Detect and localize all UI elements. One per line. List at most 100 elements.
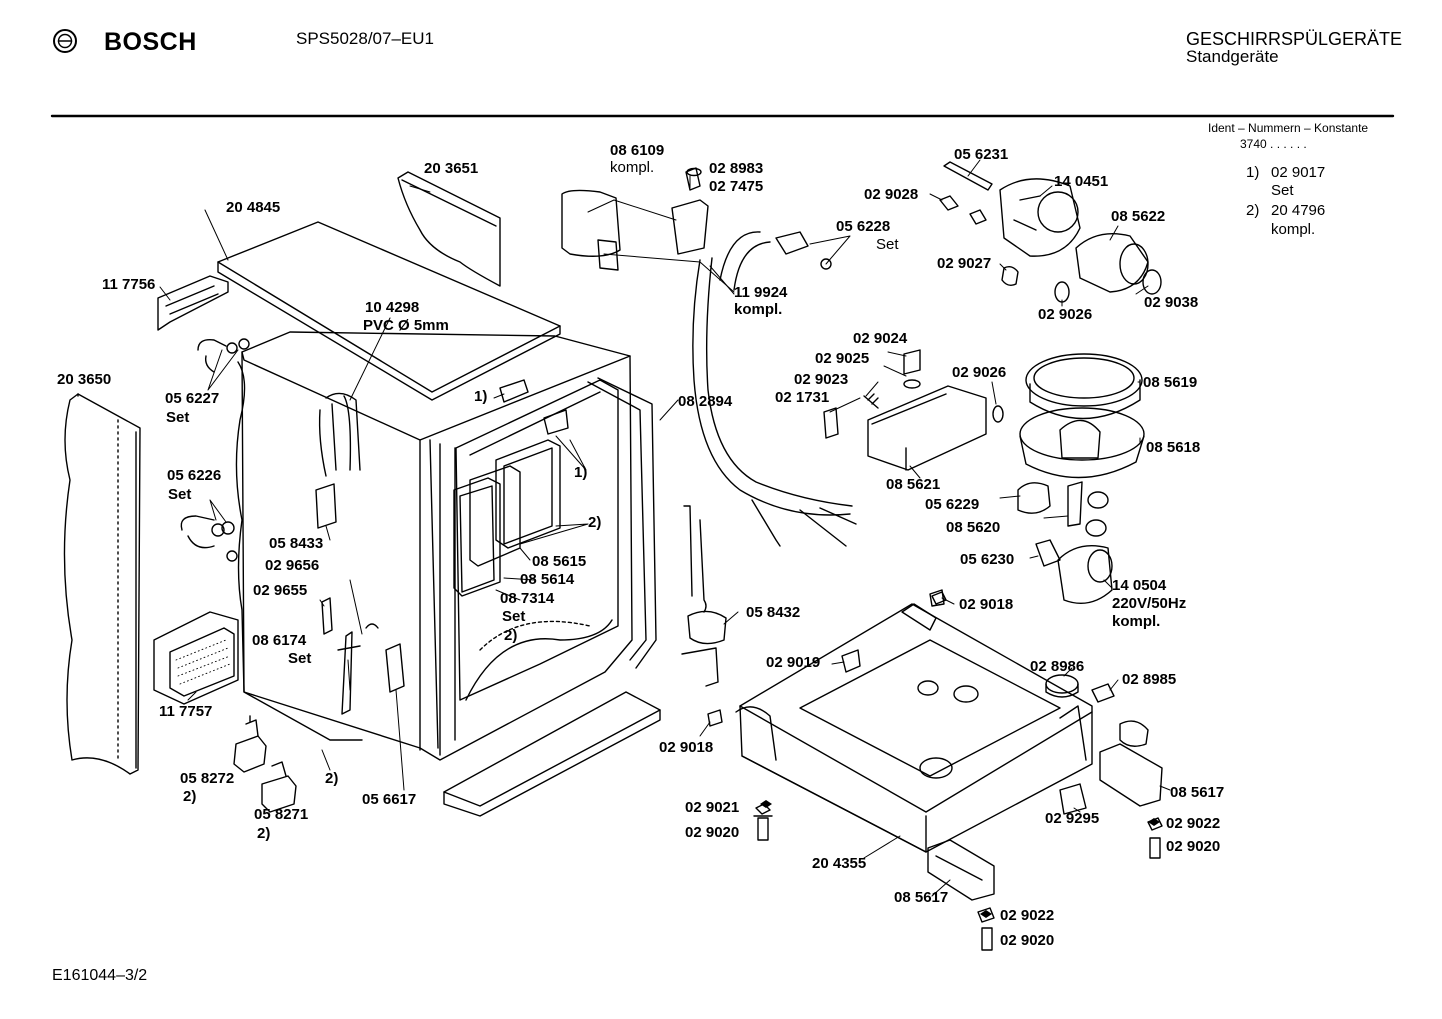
part-label: PVC Ø 5mm <box>363 317 449 334</box>
part-label: 08 5620 <box>946 519 1001 536</box>
washer-icon <box>980 910 992 918</box>
hinge-117756 <box>158 276 228 330</box>
part-label: 02 9026 <box>952 364 1007 381</box>
part-label: 2) <box>257 825 271 842</box>
part-label: 05 6617 <box>362 791 417 808</box>
part-label: 02 1731 <box>775 389 830 406</box>
bracket-1 <box>500 380 528 402</box>
part-label: kompl. <box>610 159 655 176</box>
part-label: 02 9019 <box>766 654 821 671</box>
tub-opening <box>456 380 618 700</box>
part-label: 20 3650 <box>57 371 112 388</box>
dispenser-086109 <box>562 190 620 256</box>
document-id: E161044–3/2 <box>52 967 148 984</box>
part-label: 02 9018 <box>659 739 714 756</box>
part-label: kompl. <box>734 301 783 318</box>
part-label: 02 9028 <box>864 186 919 203</box>
part-label: 05 6229 <box>925 496 980 513</box>
part-label: 02 9020 <box>1166 838 1221 855</box>
part-label: 02 9655 <box>253 582 308 599</box>
part-label: 11 7757 <box>159 703 213 720</box>
part-label: 08 5617 <box>1170 784 1225 801</box>
part-label: 05 6227 <box>165 390 220 407</box>
part-label: 14 0504 <box>1112 577 1167 594</box>
part-label: 02 9023 <box>794 371 849 388</box>
part-label: 02 9022 <box>1000 907 1055 924</box>
part-label: 02 9026 <box>1038 306 1093 323</box>
part-label: 05 8272 <box>180 770 235 787</box>
part-label: 02 7475 <box>709 178 764 195</box>
part-label: Set <box>288 650 312 667</box>
part-label: 20 4355 <box>812 855 867 872</box>
part-label: kompl. <box>1112 613 1161 630</box>
part-label: 02 9027 <box>937 255 992 272</box>
capacitor-058433 <box>316 484 336 528</box>
part-label: 05 6230 <box>960 551 1015 568</box>
pvc-hose-104298 <box>326 393 360 470</box>
note-desc: Set <box>1271 182 1294 199</box>
category-title: GESCHIRRSPÜLGERÄTE <box>1186 29 1403 49</box>
part-label: 08 5617 <box>894 889 949 906</box>
part-label: 11 7756 <box>102 276 156 293</box>
hose-082894 <box>693 260 850 515</box>
note-part: 02 9017 <box>1271 164 1326 181</box>
part-label: 08 5619 <box>1143 374 1198 391</box>
part-label: 08 2894 <box>678 393 733 410</box>
part-label: 02 9020 <box>1000 932 1055 949</box>
part-label: 02 9020 <box>685 824 740 841</box>
part-label: 14 0451 <box>1054 173 1109 190</box>
part-label: 02 9022 <box>1166 815 1221 832</box>
part-label: 02 8985 <box>1122 671 1177 688</box>
switch-058271 <box>262 776 296 812</box>
part-label: 08 5618 <box>1146 439 1201 456</box>
rear-panel-203651 <box>398 172 500 286</box>
part-label: Set <box>166 409 190 426</box>
note-desc: kompl. <box>1271 221 1316 238</box>
filter-085615 <box>496 440 560 548</box>
part-label: 08 5614 <box>520 571 575 588</box>
base-tray-204355 <box>740 604 1092 852</box>
washer-icon <box>760 800 772 808</box>
drainpump-140504 <box>1058 546 1112 604</box>
filter-087314 <box>454 478 500 596</box>
module-085621 <box>868 386 986 470</box>
part-label: 02 9021 <box>685 799 740 816</box>
part-label: 05 8433 <box>269 535 324 552</box>
slide-085617-right <box>1100 744 1162 806</box>
part-label: 02 9038 <box>1144 294 1199 311</box>
part-label: 08 5615 <box>532 553 587 570</box>
brand-name: BOSCH <box>104 28 197 56</box>
note-num: 1) <box>1246 164 1260 181</box>
sump-ring-085619 <box>1026 354 1142 406</box>
insulation-117757 <box>154 612 238 704</box>
motor-140451 <box>1000 179 1080 256</box>
part-label: Set <box>168 486 192 503</box>
part-label: 08 7314 <box>500 590 555 607</box>
hose-056227 <box>198 340 226 372</box>
note-num: 2) <box>1246 202 1260 219</box>
part-label: 10 4298 <box>365 299 420 316</box>
heater-056231 <box>944 162 992 190</box>
ident-label: Ident – Nummern – Konstante <box>1208 121 1369 135</box>
slide-085617-front <box>928 840 994 900</box>
sump-085618 <box>1020 408 1144 460</box>
part-label: 02 9018 <box>959 596 1014 613</box>
switch-058272 <box>234 736 266 772</box>
part-label: 02 8983 <box>709 160 764 177</box>
model-number: SPS5028/07–EU1 <box>296 29 434 48</box>
elbow-056228 <box>776 232 808 254</box>
part-label: 02 9295 <box>1045 810 1100 827</box>
kickplate <box>444 692 660 816</box>
category-subtitle: Standgeräte <box>1186 47 1279 66</box>
part-label: 11 9924 <box>734 284 788 301</box>
part-label: 05 6228 <box>836 218 891 235</box>
part-label: 220V/50Hz <box>1112 595 1187 612</box>
ident-value: 3740 . . . . . . <box>1240 137 1307 151</box>
part-label: 05 6231 <box>954 146 1009 163</box>
part-label: 1) <box>574 464 588 481</box>
part-label: Set <box>502 608 526 625</box>
part-label: 1) <box>474 388 488 405</box>
part-label: 20 3651 <box>424 160 479 177</box>
part-label: 05 8432 <box>746 604 801 621</box>
